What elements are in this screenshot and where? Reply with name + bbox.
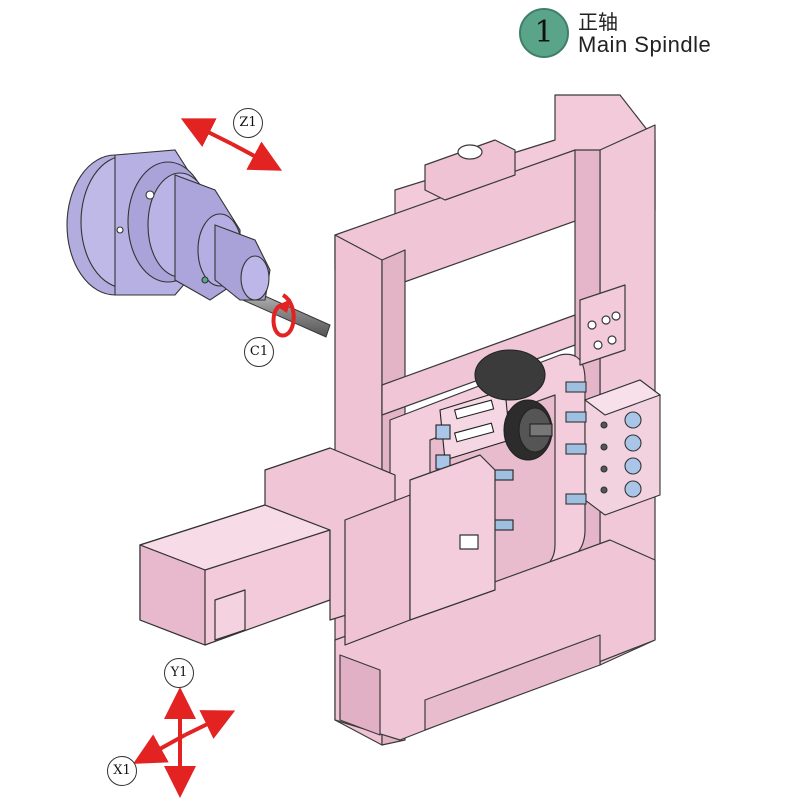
spindle-chuck xyxy=(66,149,271,301)
axis-label-c1: C1 xyxy=(244,337,274,367)
right-bracket xyxy=(579,284,626,366)
motor-assembly xyxy=(139,447,496,646)
x1-arrow xyxy=(133,710,236,764)
title-english: Main Spindle xyxy=(578,32,712,57)
c1-rotation-arrow xyxy=(271,293,296,338)
axis-label-x1: X1 xyxy=(107,756,137,786)
title-chinese: 正轴 xyxy=(578,10,618,34)
tool-block xyxy=(565,379,662,516)
axis-label-z1: Z1 xyxy=(233,108,263,138)
axis-label-y1: Y1 xyxy=(164,658,194,688)
center-tool-holder xyxy=(435,349,553,531)
title-number-badge: 1 xyxy=(519,8,569,58)
z1-arrow xyxy=(180,118,283,171)
frame-base xyxy=(334,539,656,741)
